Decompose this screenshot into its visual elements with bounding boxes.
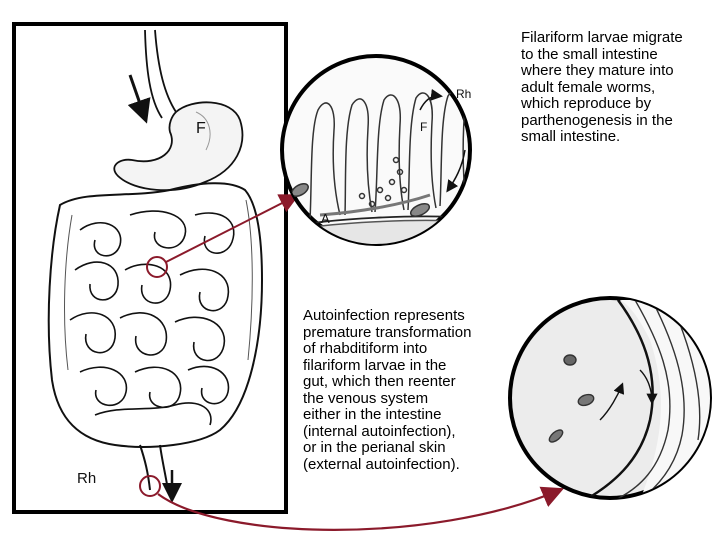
rectum-label: Rh (77, 470, 96, 487)
stomach (114, 102, 242, 190)
small-intestine-coils (70, 211, 234, 425)
stomach-label: F (196, 120, 206, 138)
esophagus (130, 30, 176, 118)
inset-rh-label: Rh (456, 87, 471, 101)
inset-f-label: F (420, 120, 427, 134)
villi-inset (282, 56, 472, 260)
migration-description: Filariform larvae migrate to the small i… (521, 30, 717, 146)
perianal-inset (510, 298, 720, 500)
autoinfection-description: Autoinfection represents premature trans… (303, 308, 513, 473)
inset-a-label: A (321, 211, 330, 226)
